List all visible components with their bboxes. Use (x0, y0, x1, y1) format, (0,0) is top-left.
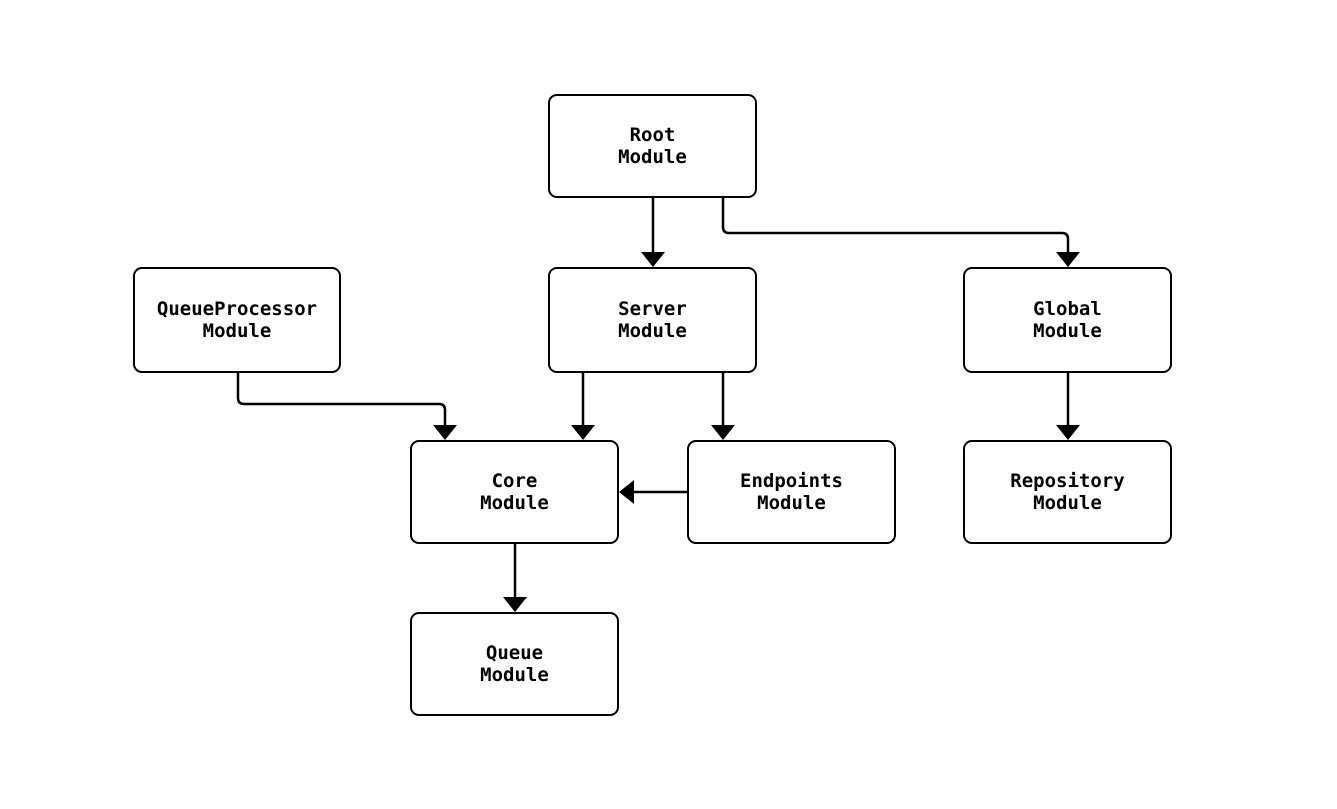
arrowhead-left-icon (619, 480, 634, 504)
node-endpoints-module: Endpoints Module (687, 440, 896, 544)
arrowhead-down-icon (711, 425, 735, 440)
node-label-line2: Module (757, 492, 826, 514)
node-repository-module: Repository Module (963, 440, 1172, 544)
edge-global-to-repository (1056, 373, 1080, 440)
node-label-line1: Root (629, 124, 676, 146)
edge-queue-processor-to-core (236, 373, 457, 440)
arrowhead-down-icon (641, 252, 665, 267)
edge-root-to-global (721, 198, 1080, 267)
node-global-module: Global Module (963, 267, 1172, 373)
arrowhead-down-icon (571, 425, 595, 440)
node-server-module: Server Module (548, 267, 757, 373)
node-label-line2: Module (1033, 492, 1102, 514)
node-label-line1: Endpoints (740, 470, 843, 492)
node-label-line1: QueueProcessor (156, 298, 318, 320)
node-queue-module: Queue Module (410, 612, 619, 716)
node-label-line2: Module (618, 320, 687, 342)
edge-root-to-server (641, 198, 665, 267)
node-label-line1: Server (618, 298, 687, 320)
arrowhead-down-icon (1056, 252, 1080, 267)
edge-server-to-core (571, 373, 595, 440)
edge-server-to-endpoints (711, 373, 735, 440)
node-label-line2: Module (202, 320, 272, 342)
node-core-module: Core Module (410, 440, 619, 544)
node-label-line1: Queue (485, 642, 544, 664)
node-label-line1: Core (491, 470, 538, 492)
node-label-line1: Global (1033, 298, 1102, 320)
node-root-module: Root Module (548, 94, 757, 198)
edge-core-to-queue (503, 544, 527, 612)
edge-endpoints-to-core (619, 480, 687, 504)
node-label-line2: Module (1033, 320, 1102, 342)
node-label-line2: Module (618, 146, 687, 168)
node-label-line2: Module (480, 492, 549, 514)
arrowhead-down-icon (503, 597, 527, 612)
arrowhead-down-icon (433, 425, 457, 440)
node-label-line1: Repository (1010, 470, 1125, 492)
node-queue-processor-module: QueueProcessor Module (133, 267, 341, 373)
node-label-line2: Module (480, 664, 549, 686)
arrowhead-down-icon (1056, 425, 1080, 440)
